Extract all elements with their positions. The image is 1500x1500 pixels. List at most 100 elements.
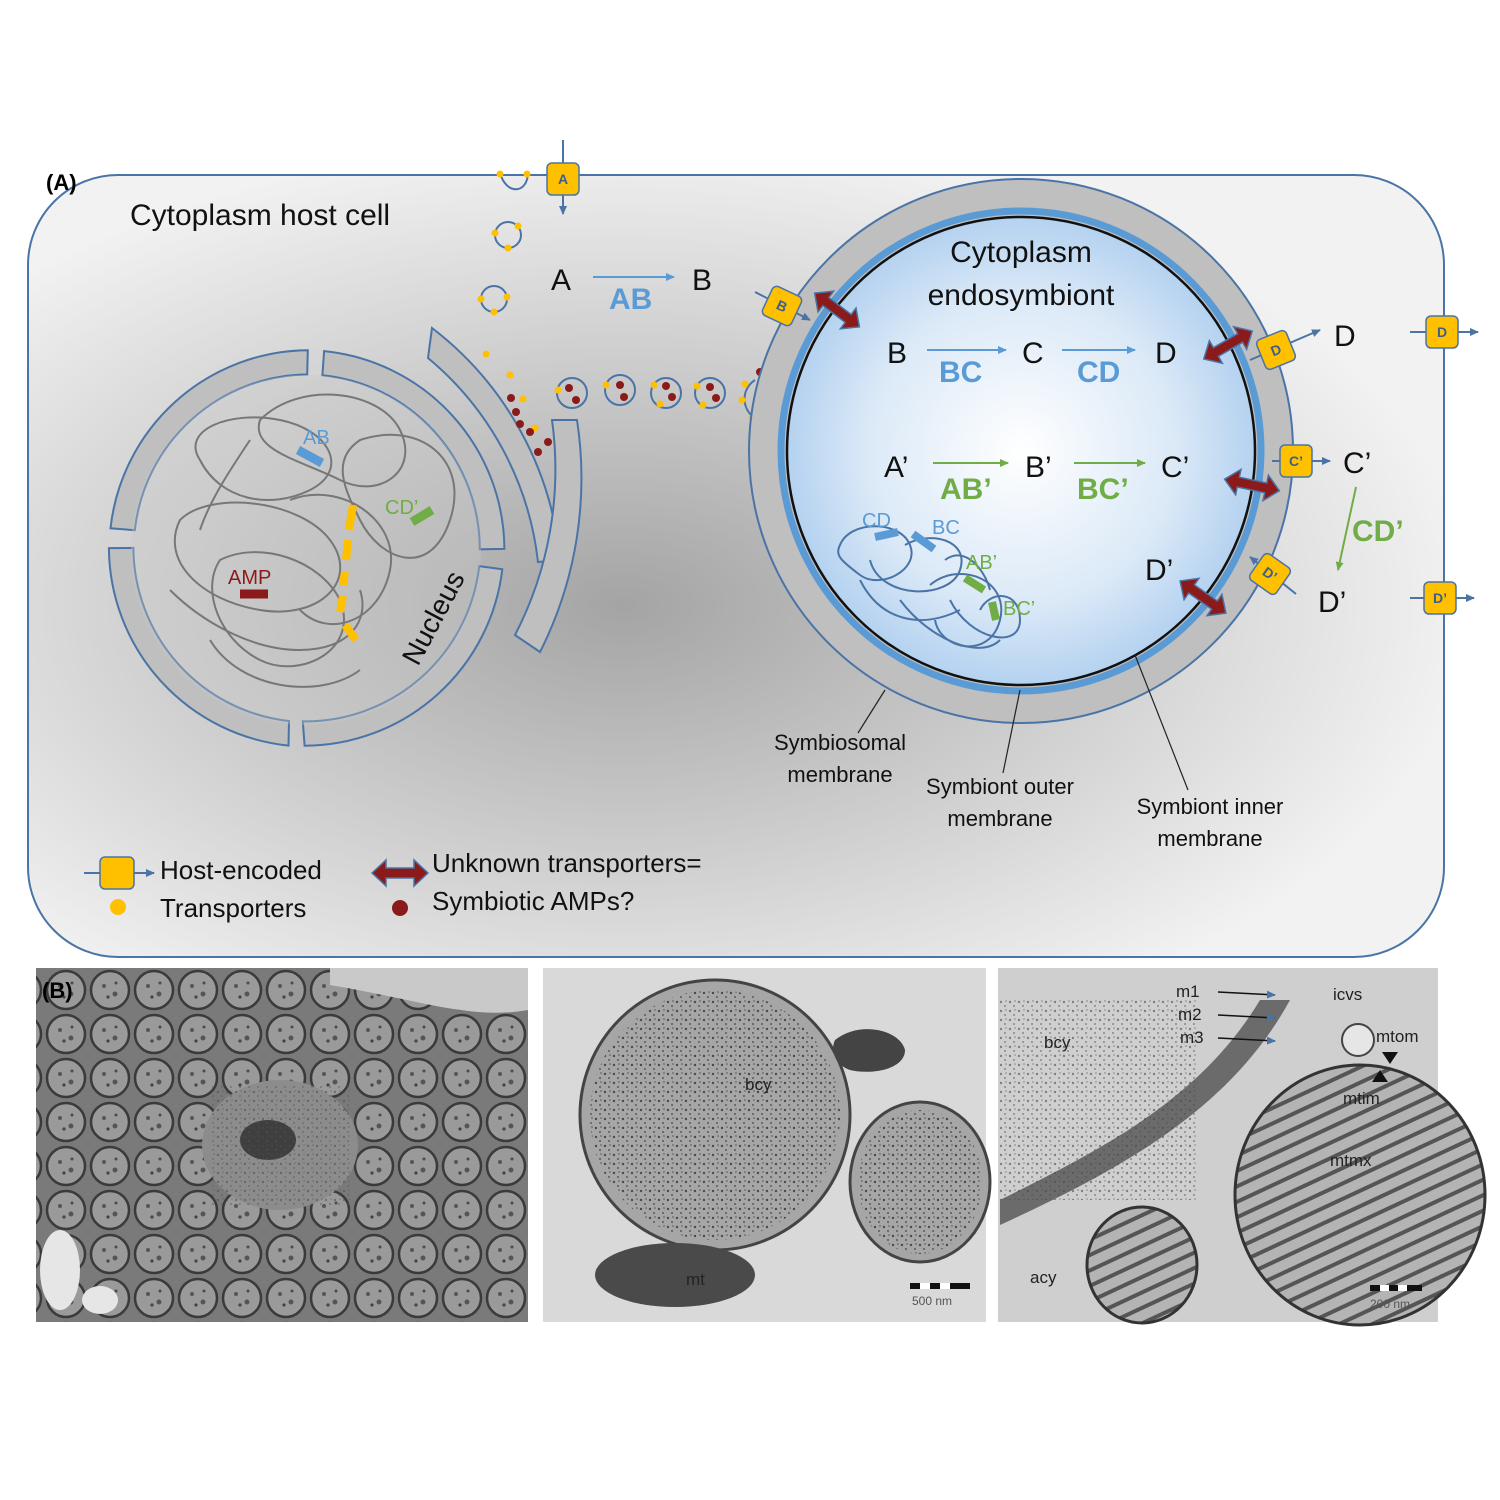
mid-label-bcy: bcy <box>745 1075 772 1094</box>
outer-label-2: membrane <box>947 806 1052 831</box>
unknown-transporter-arrow <box>813 290 861 330</box>
budding-vesicle <box>499 171 529 191</box>
outer-label-1: Symbiont outer <box>926 774 1074 799</box>
leader-inner <box>1134 654 1189 791</box>
legend-host-line2: Transporters <box>160 893 306 923</box>
sym-metabolite-c: C <box>1022 337 1044 370</box>
host-gene-cdprime-label: CD’ <box>385 497 418 519</box>
panel-a-label: (A) <box>46 170 77 195</box>
right-label-icvs: icvs <box>1333 985 1362 1004</box>
mitochondrion-em <box>595 1243 755 1307</box>
right-label-mtmx: mtmx <box>1330 1151 1372 1170</box>
transporter-badge-dprime-outside: D’ <box>1423 581 1457 615</box>
host-gene-ab-marker <box>295 446 325 467</box>
sym-metabolite-d: D <box>1155 337 1177 370</box>
nuclear-envelope-segment <box>107 546 291 747</box>
endoplasmic-reticulum <box>426 326 583 654</box>
unknown-transporter-arrow <box>1179 577 1227 617</box>
legend-unknown-arrow <box>370 858 430 888</box>
nucleus: AB CD’ AMP Nucleus <box>107 349 506 747</box>
sym-gene-cd-label: CD <box>862 510 891 532</box>
right-label-mtom: mtom <box>1376 1027 1419 1046</box>
nuclear-envelope-segment <box>321 350 506 551</box>
outside-metabolite-cprime: C’ <box>1343 447 1371 480</box>
host-reaction: A AB B <box>551 264 712 316</box>
sym-gene-cd-marker <box>874 528 899 541</box>
nuclear-envelope-segment <box>301 564 504 747</box>
host-transporters: A B D D D C’ C’ <box>546 140 1479 619</box>
legend-unknown-line1: Unknown transporters= <box>432 848 702 878</box>
nuclear-envelope-segment <box>109 349 309 532</box>
transporter-badge-cprime: C’ <box>1279 444 1313 478</box>
mid-scale-bar: 500 nm <box>910 1283 970 1308</box>
sym-metabolite-b: B <box>887 337 907 370</box>
right-label-bcy: bcy <box>1044 1033 1071 1052</box>
symbiont-pathway-row2: A’ AB’ B’ BC’ C’ <box>884 451 1189 506</box>
sym-gene-bcprime-marker <box>988 601 1000 621</box>
sym-enzyme-bcprime: BC’ <box>1077 473 1129 506</box>
endosymbiont: Cytoplasm endosymbiont B BC C CD D A’ AB… <box>748 178 1294 724</box>
symbiont-pathway-row1: B BC C CD D <box>887 337 1177 389</box>
sym-gene-bc-label: BC <box>932 517 960 539</box>
svg-text:D: D <box>1437 324 1447 340</box>
leader-symbiosomal <box>857 689 886 734</box>
vesicle <box>604 374 636 406</box>
host-substrate-a: A <box>551 264 571 297</box>
host-enzyme-ab: AB <box>609 283 652 316</box>
er-transporter-dots <box>482 350 539 432</box>
panel-b: (B) bcy mt 500 nm <box>36 968 1487 1327</box>
inner-label-2: membrane <box>1157 826 1262 851</box>
panel-a: (A) Cytoplasm host cell <box>27 140 1479 958</box>
transporter-badge-dprime-membrane: D’ <box>1248 552 1292 596</box>
sym-enzyme-abprime: AB’ <box>940 473 992 506</box>
inner-label-1: Symbiont inner <box>1137 794 1284 819</box>
legend-host-badge <box>99 856 135 890</box>
endosymbiont-label-line2: endosymbiont <box>928 279 1115 312</box>
sym-gene-bc-marker <box>910 530 937 553</box>
panel-b-label: (B) <box>42 978 73 1003</box>
symbiosomal-label-1: Symbiosomal <box>774 730 906 755</box>
outside-enzyme-cdprime: CD’ <box>1352 515 1404 548</box>
right-label-mtim: mtim <box>1343 1089 1380 1108</box>
legend-unknown-line2: Symbiotic AMPs? <box>432 886 634 916</box>
unknown-transporter-arrow <box>1202 325 1254 365</box>
host-chromosome <box>169 393 456 688</box>
symbiont-outer-membrane <box>777 207 1265 695</box>
svg-text:A: A <box>558 171 568 187</box>
sym-gene-abprime-label: AB’ <box>966 552 997 574</box>
right-label-m3: m3 <box>1180 1028 1204 1047</box>
endosymbiont-label-line1: Cytoplasm <box>950 236 1092 269</box>
micrograph-middle: bcy mt 500 nm <box>543 968 992 1322</box>
nucleus-interior <box>130 375 481 725</box>
outside-metabolite-dprime: D’ <box>1318 586 1346 619</box>
transporter-badge-b: B <box>761 285 803 327</box>
symbiont-chromosome <box>837 525 1022 649</box>
symbiosomal-label-2: membrane <box>787 762 892 787</box>
micrograph-left: (B) <box>36 968 528 1322</box>
sym-gene-abprime-marker <box>962 574 987 594</box>
transporter-badge-d-outside: D <box>1425 315 1459 349</box>
membrane-labels: Symbiosomal membrane Symbiont outer memb… <box>774 654 1284 851</box>
host-gene-ab-label: AB <box>303 427 330 449</box>
vesicle <box>694 377 726 409</box>
mid-label-mt: mt <box>686 1270 705 1289</box>
host-gene-amp-label: AMP <box>228 567 271 589</box>
leader-outer <box>1002 689 1021 774</box>
transporter-badge-a: A <box>546 162 580 196</box>
micrograph-right: m1 m2 m3 icvs mtom mtim mtmx bcy acy 200… <box>998 968 1487 1327</box>
sym-metabolite-bprime: B’ <box>1025 451 1052 484</box>
unknown-transporter-arrow <box>1223 467 1281 503</box>
right-scale-bar: 200 nm <box>1370 1285 1422 1311</box>
outside-metabolite-d: D <box>1334 320 1356 353</box>
svg-text:C’: C’ <box>1289 453 1303 469</box>
er-amp-dots <box>507 394 552 456</box>
legend-amp-dot <box>392 900 408 916</box>
svg-text:200 nm: 200 nm <box>1370 1297 1410 1311</box>
right-label-m1: m1 <box>1176 982 1200 1001</box>
sym-enzyme-cd: CD <box>1077 356 1120 389</box>
host-gene-cdprime-marker <box>409 506 435 526</box>
svg-text:500 nm: 500 nm <box>912 1294 952 1308</box>
legend-host-line1: Host-encoded <box>160 855 322 885</box>
host-product-b: B <box>692 264 712 297</box>
